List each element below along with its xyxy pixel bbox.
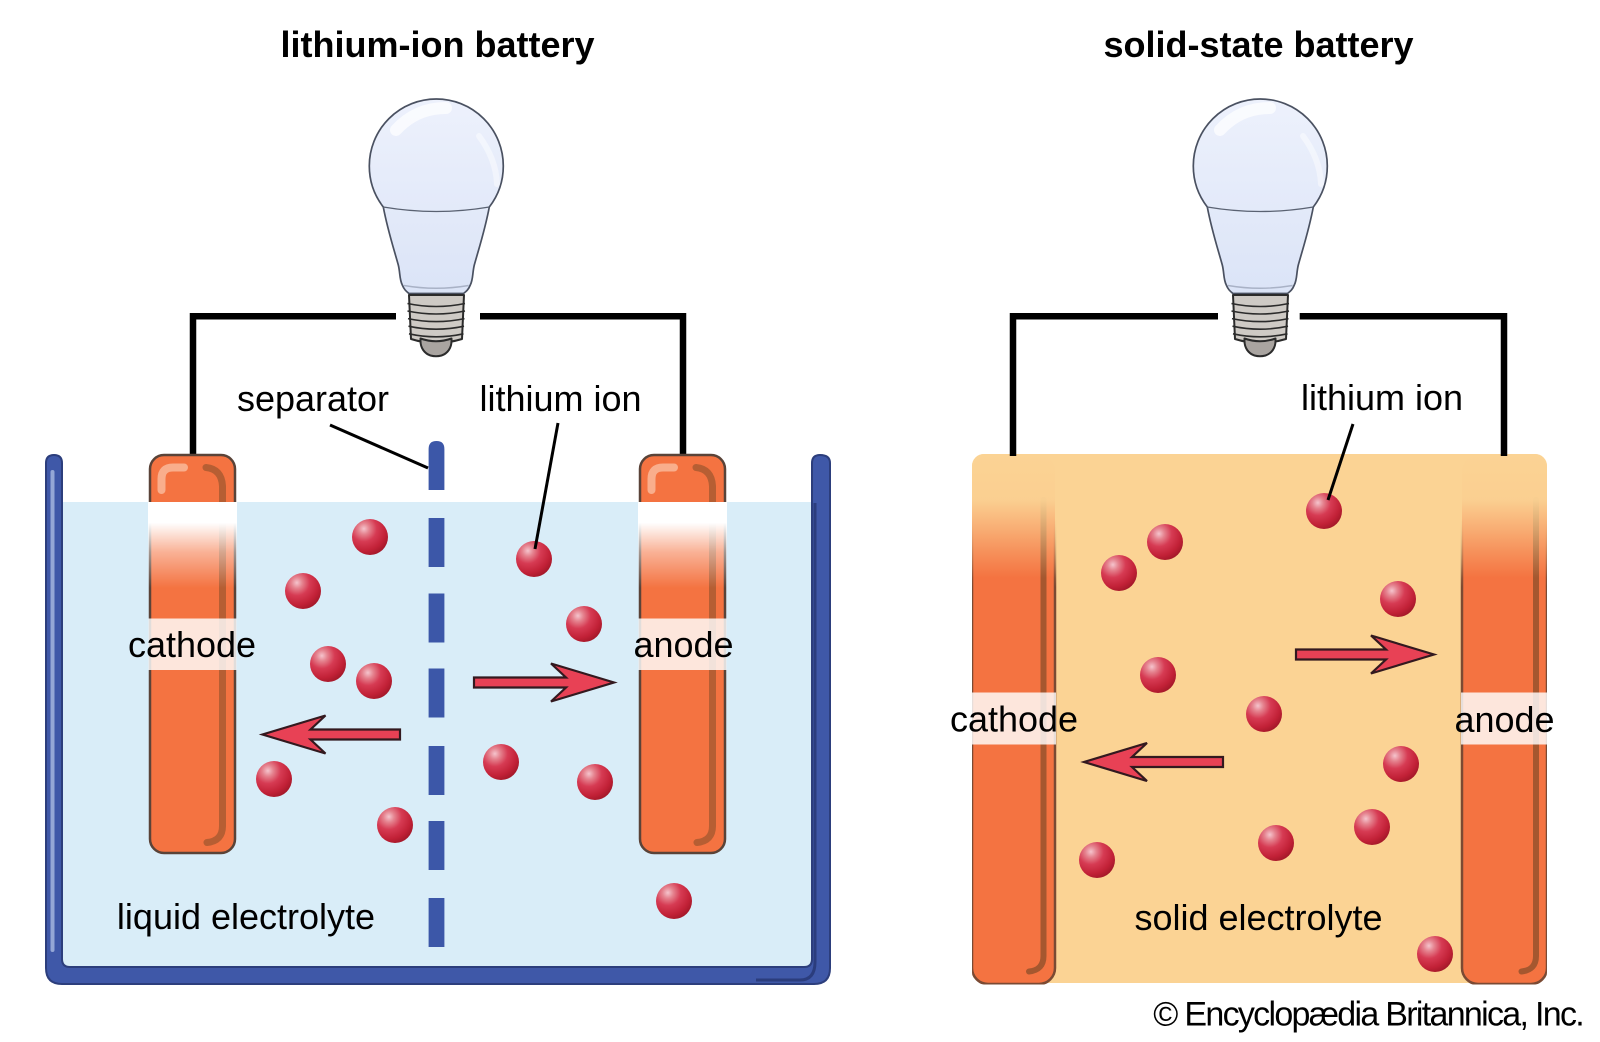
svg-text:anode: anode	[633, 624, 733, 665]
svg-text:cathode: cathode	[950, 699, 1078, 740]
svg-text:cathode: cathode	[128, 624, 256, 665]
svg-text:separator: separator	[237, 378, 389, 419]
svg-text:solid-state battery: solid-state battery	[1103, 24, 1413, 65]
svg-text:solid electrolyte: solid electrolyte	[1134, 897, 1382, 938]
svg-text:lithium ion: lithium ion	[1301, 377, 1463, 418]
svg-text:lithium-ion battery: lithium-ion battery	[281, 24, 595, 65]
svg-text:© Encyclopædia Britannica, Inc: © Encyclopædia Britannica, Inc.	[1153, 996, 1583, 1034]
svg-text:lithium ion: lithium ion	[479, 378, 641, 419]
svg-text:liquid electrolyte: liquid electrolyte	[117, 896, 375, 937]
svg-text:anode: anode	[1454, 699, 1554, 740]
